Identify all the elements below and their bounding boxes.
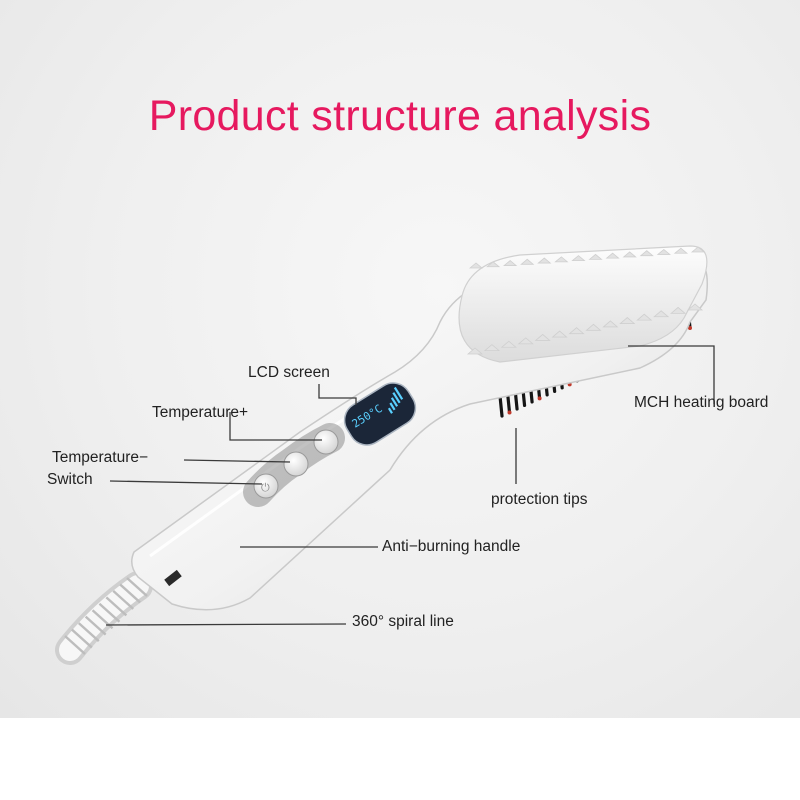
ridge — [690, 246, 706, 253]
ridge — [534, 333, 551, 341]
ridge — [483, 344, 501, 352]
leader-temperature-minus — [183, 459, 291, 463]
label-protection-tips: protection tips — [491, 491, 588, 508]
cable-coil — [126, 577, 148, 597]
leader-spiral — [105, 623, 347, 626]
cable-socket — [164, 569, 182, 587]
protection-tip — [537, 396, 542, 401]
cable-coil — [98, 602, 121, 623]
cable-coil — [64, 635, 86, 655]
ridge — [602, 320, 619, 328]
leader-switch — [109, 480, 263, 485]
lcd-screen: 250°C — [343, 382, 417, 446]
ridge — [669, 306, 687, 314]
ridge — [636, 313, 653, 321]
ridge — [653, 310, 670, 318]
ridge — [571, 255, 586, 262]
leader-temperature-plus — [229, 412, 322, 441]
ridge — [554, 256, 569, 263]
cable-coil — [105, 596, 128, 617]
temperature-minus-button[interactable] — [283, 451, 309, 477]
ridge — [588, 253, 603, 260]
lcd-level-bar — [393, 386, 404, 400]
ridge — [673, 247, 689, 254]
ridge — [500, 340, 517, 348]
leader-mch — [628, 345, 715, 404]
power-switch-button[interactable] — [253, 473, 279, 499]
ridge — [466, 347, 484, 355]
label-spiral-line: 360° spiral line — [352, 613, 454, 630]
ridge — [639, 250, 654, 257]
brush-illustration: 250°C ⏻ — [55, 245, 715, 665]
leader-lines — [105, 345, 715, 626]
button-panel: ⏻ — [243, 423, 345, 507]
headline: Product structure analysis — [148, 92, 652, 140]
protection-tip — [507, 410, 512, 415]
ridge — [485, 261, 501, 268]
cable-coil — [84, 615, 107, 636]
label-temperature-plus: Temperature+ — [152, 404, 249, 421]
cable-coil — [119, 583, 141, 604]
label-switch: Switch — [47, 471, 93, 488]
ridge — [517, 337, 534, 345]
lcd-level-bar — [389, 402, 396, 411]
ridge — [656, 248, 671, 255]
ridge — [622, 251, 637, 258]
protection-tip — [688, 326, 692, 330]
ridge — [686, 303, 704, 311]
ridge — [520, 258, 535, 265]
head-ridges — [466, 246, 706, 355]
cable-coil — [71, 628, 93, 649]
ridge — [605, 252, 620, 259]
lcd-level-bars — [387, 386, 404, 414]
leader-lcd — [318, 384, 357, 405]
cable-coil — [77, 622, 100, 643]
lcd-level-bar — [387, 407, 393, 414]
ridge — [503, 260, 518, 266]
ridge — [468, 262, 484, 269]
temperature-plus-button[interactable] — [313, 429, 339, 455]
ridge — [537, 257, 552, 264]
lcd-level-bar — [392, 392, 401, 404]
ridge — [551, 330, 568, 338]
power-icon: ⏻ — [261, 482, 270, 494]
label-anti-burning-handle: Anti−burning handle — [382, 538, 521, 555]
ridge — [585, 323, 602, 331]
product-diagram: Product structure analysis — [0, 0, 800, 718]
label-lcd-screen: LCD screen — [248, 364, 330, 381]
lcd-level-bar — [390, 397, 399, 407]
label-temperature-minus: Temperature− — [52, 449, 149, 466]
spiral-cable — [55, 571, 153, 665]
cable-coil — [112, 589, 135, 610]
ridge — [568, 327, 585, 335]
ridge — [619, 317, 636, 324]
label-mch-heating-board: MCH heating board — [634, 394, 769, 411]
